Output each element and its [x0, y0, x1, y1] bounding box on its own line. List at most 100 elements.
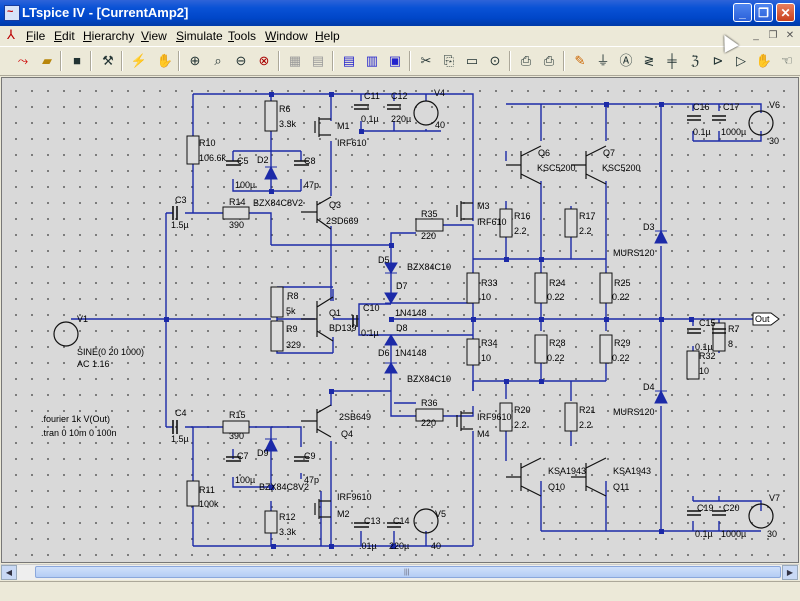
autorange-2-icon[interactable]: ▤ — [311, 53, 325, 68]
label-D5: D5 — [378, 255, 390, 265]
mdi-close-icon[interactable]: ✕ — [785, 30, 795, 41]
label-D2: D2 — [257, 155, 269, 165]
print-setup-icon[interactable]: ⎙ — [520, 53, 532, 68]
scroll-right-arrow-icon[interactable]: ▶ — [782, 565, 798, 580]
menu-help[interactable]: Help — [315, 29, 340, 43]
label-M3-value: IRF610 — [477, 217, 507, 227]
label-Q7-value: KSC5200 — [602, 163, 641, 173]
label-R14: R14 — [229, 197, 246, 207]
diode-icon[interactable]: ⊳ — [712, 53, 724, 68]
label-R25-value: 0.22 — [612, 292, 630, 302]
label-V4-value: 40 — [435, 120, 445, 130]
label-V7-value: 30 — [767, 529, 777, 539]
horizontal-scrollbar[interactable]: ◀ ||| ▶ — [1, 564, 799, 580]
label-C11-value: 0.1µ — [361, 114, 379, 124]
scroll-left-arrow-icon[interactable]: ◀ — [1, 565, 17, 580]
paste-icon[interactable]: ▭ — [465, 53, 479, 68]
menu-view[interactable]: View — [141, 29, 167, 43]
label-R33-value: 10 — [481, 292, 491, 302]
document-icon[interactable]: ⅄ — [7, 27, 15, 42]
component-icon[interactable]: ▷ — [736, 53, 746, 68]
label-C7-value: 100µ — [235, 475, 255, 485]
label-R32-value: 10 — [699, 366, 709, 376]
label-C17: C17 — [723, 102, 740, 112]
label-M1: M1 — [337, 121, 350, 131]
schematic-canvas[interactable]: R6 3.3k R10 106.6k C11 0.1µ C12 220µ V4 … — [1, 77, 799, 563]
mdi-minimize-icon[interactable]: _ — [753, 30, 759, 41]
label-R10-value: 106.6k — [199, 153, 227, 163]
label-C8-value: 47p — [304, 180, 319, 190]
label-C7: C7 — [237, 451, 249, 461]
find-icon[interactable]: ⊙ — [489, 53, 501, 68]
label-R35-value: 220 — [421, 231, 436, 241]
label-C12-value: 220µ — [391, 114, 411, 124]
label-Q1-value: BD139 — [329, 323, 357, 333]
menu-bar: ⅄ File Edit Hierarchy View Simulate Tool… — [0, 26, 800, 46]
menu-simulate[interactable]: Simulate — [176, 29, 223, 43]
label-Q7: Q7 — [603, 148, 615, 158]
label-R7: R7 — [728, 324, 740, 334]
halt-icon[interactable]: ✋ — [156, 53, 174, 68]
autorange-icon[interactable]: ▦ — [288, 53, 302, 68]
label-R14-value: 390 — [229, 220, 244, 230]
label-M4-value: IRF9610 — [477, 412, 512, 422]
save-icon[interactable]: ■ — [73, 53, 81, 68]
tile-horiz-icon[interactable]: ▤ — [342, 53, 356, 68]
label-R16-value: 2.2 — [514, 226, 527, 236]
restore-button[interactable]: ❐ — [754, 3, 773, 22]
run-sim-icon[interactable]: ⚡ — [130, 53, 148, 68]
capacitor-icon[interactable]: ╪ — [667, 53, 677, 68]
label-D5-value: BZX84C10 — [407, 262, 451, 272]
label-C14-value: 220µ — [389, 541, 409, 551]
pan-icon[interactable]: ⌕ — [214, 53, 222, 68]
label-R12: R12 — [279, 512, 296, 522]
cascade-icon[interactable]: ▣ — [388, 53, 402, 68]
label-R35: R35 — [421, 209, 438, 219]
label-R15-value: 390 — [229, 431, 244, 441]
toolbar-separator — [90, 51, 92, 71]
ltspice-app-icon[interactable]: ~ — [4, 5, 20, 21]
minimize-button[interactable]: _ — [733, 3, 752, 22]
label-Q3: Q3 — [329, 200, 341, 210]
tile-vert-icon[interactable]: ▥ — [365, 53, 379, 68]
resistor-icon[interactable]: ≷ — [643, 53, 655, 68]
label-C15: C15 — [699, 318, 716, 328]
drag-icon[interactable]: ☜ — [781, 53, 793, 68]
menu-tools[interactable]: Tools — [228, 29, 257, 43]
run-icon[interactable]: ⤳ — [17, 53, 29, 68]
zoom-out-icon[interactable]: ⊖ — [235, 53, 247, 68]
label-R16: R16 — [514, 211, 531, 221]
open-icon[interactable]: ▰ — [42, 53, 52, 68]
toolbar-separator — [332, 51, 334, 71]
label-D6-value: 1N4148 — [395, 348, 427, 358]
label-Q1: Q1 — [329, 308, 341, 318]
print-icon[interactable]: ⎙ — [543, 53, 555, 68]
cut-icon[interactable]: ✂ — [420, 53, 432, 68]
label-Q4: Q4 — [341, 429, 353, 439]
label-Q6: Q6 — [538, 148, 550, 158]
draw-wire-icon[interactable]: ✎ — [574, 53, 586, 68]
control-panel-icon[interactable]: ⚒ — [102, 53, 114, 68]
menu-window[interactable]: Window — [265, 29, 308, 43]
menu-edit[interactable]: Edit — [54, 29, 75, 43]
scroll-thumb[interactable]: ||| — [35, 566, 781, 578]
mdi-restore-icon[interactable]: ❐ — [768, 30, 778, 41]
menu-hierarchy[interactable]: Hierarchy — [83, 29, 135, 43]
label-R29: R29 — [614, 338, 631, 348]
toolbar-separator — [563, 51, 565, 71]
close-button[interactable]: ✕ — [776, 3, 795, 22]
label-D3-value: MURS120 — [613, 248, 655, 258]
label-V1-ac: AC 1.16 — [77, 359, 110, 369]
inductor-icon[interactable]: ℨ — [690, 53, 699, 68]
label-icon[interactable]: Ⓐ — [619, 53, 633, 68]
label-C10: C10 — [363, 303, 380, 313]
zoom-full-icon[interactable]: ⊗ — [258, 53, 270, 68]
menu-file[interactable]: File — [26, 29, 46, 43]
toolbar-separator — [178, 51, 180, 71]
ground-icon[interactable]: ⏚ — [596, 53, 610, 68]
zoom-in-icon[interactable]: ⊕ — [189, 53, 201, 68]
label-R25: R25 — [614, 278, 631, 288]
copy-icon[interactable]: ⎘ — [443, 53, 455, 68]
move-icon[interactable]: ✋ — [755, 53, 773, 68]
label-V7: V7 — [769, 493, 780, 503]
